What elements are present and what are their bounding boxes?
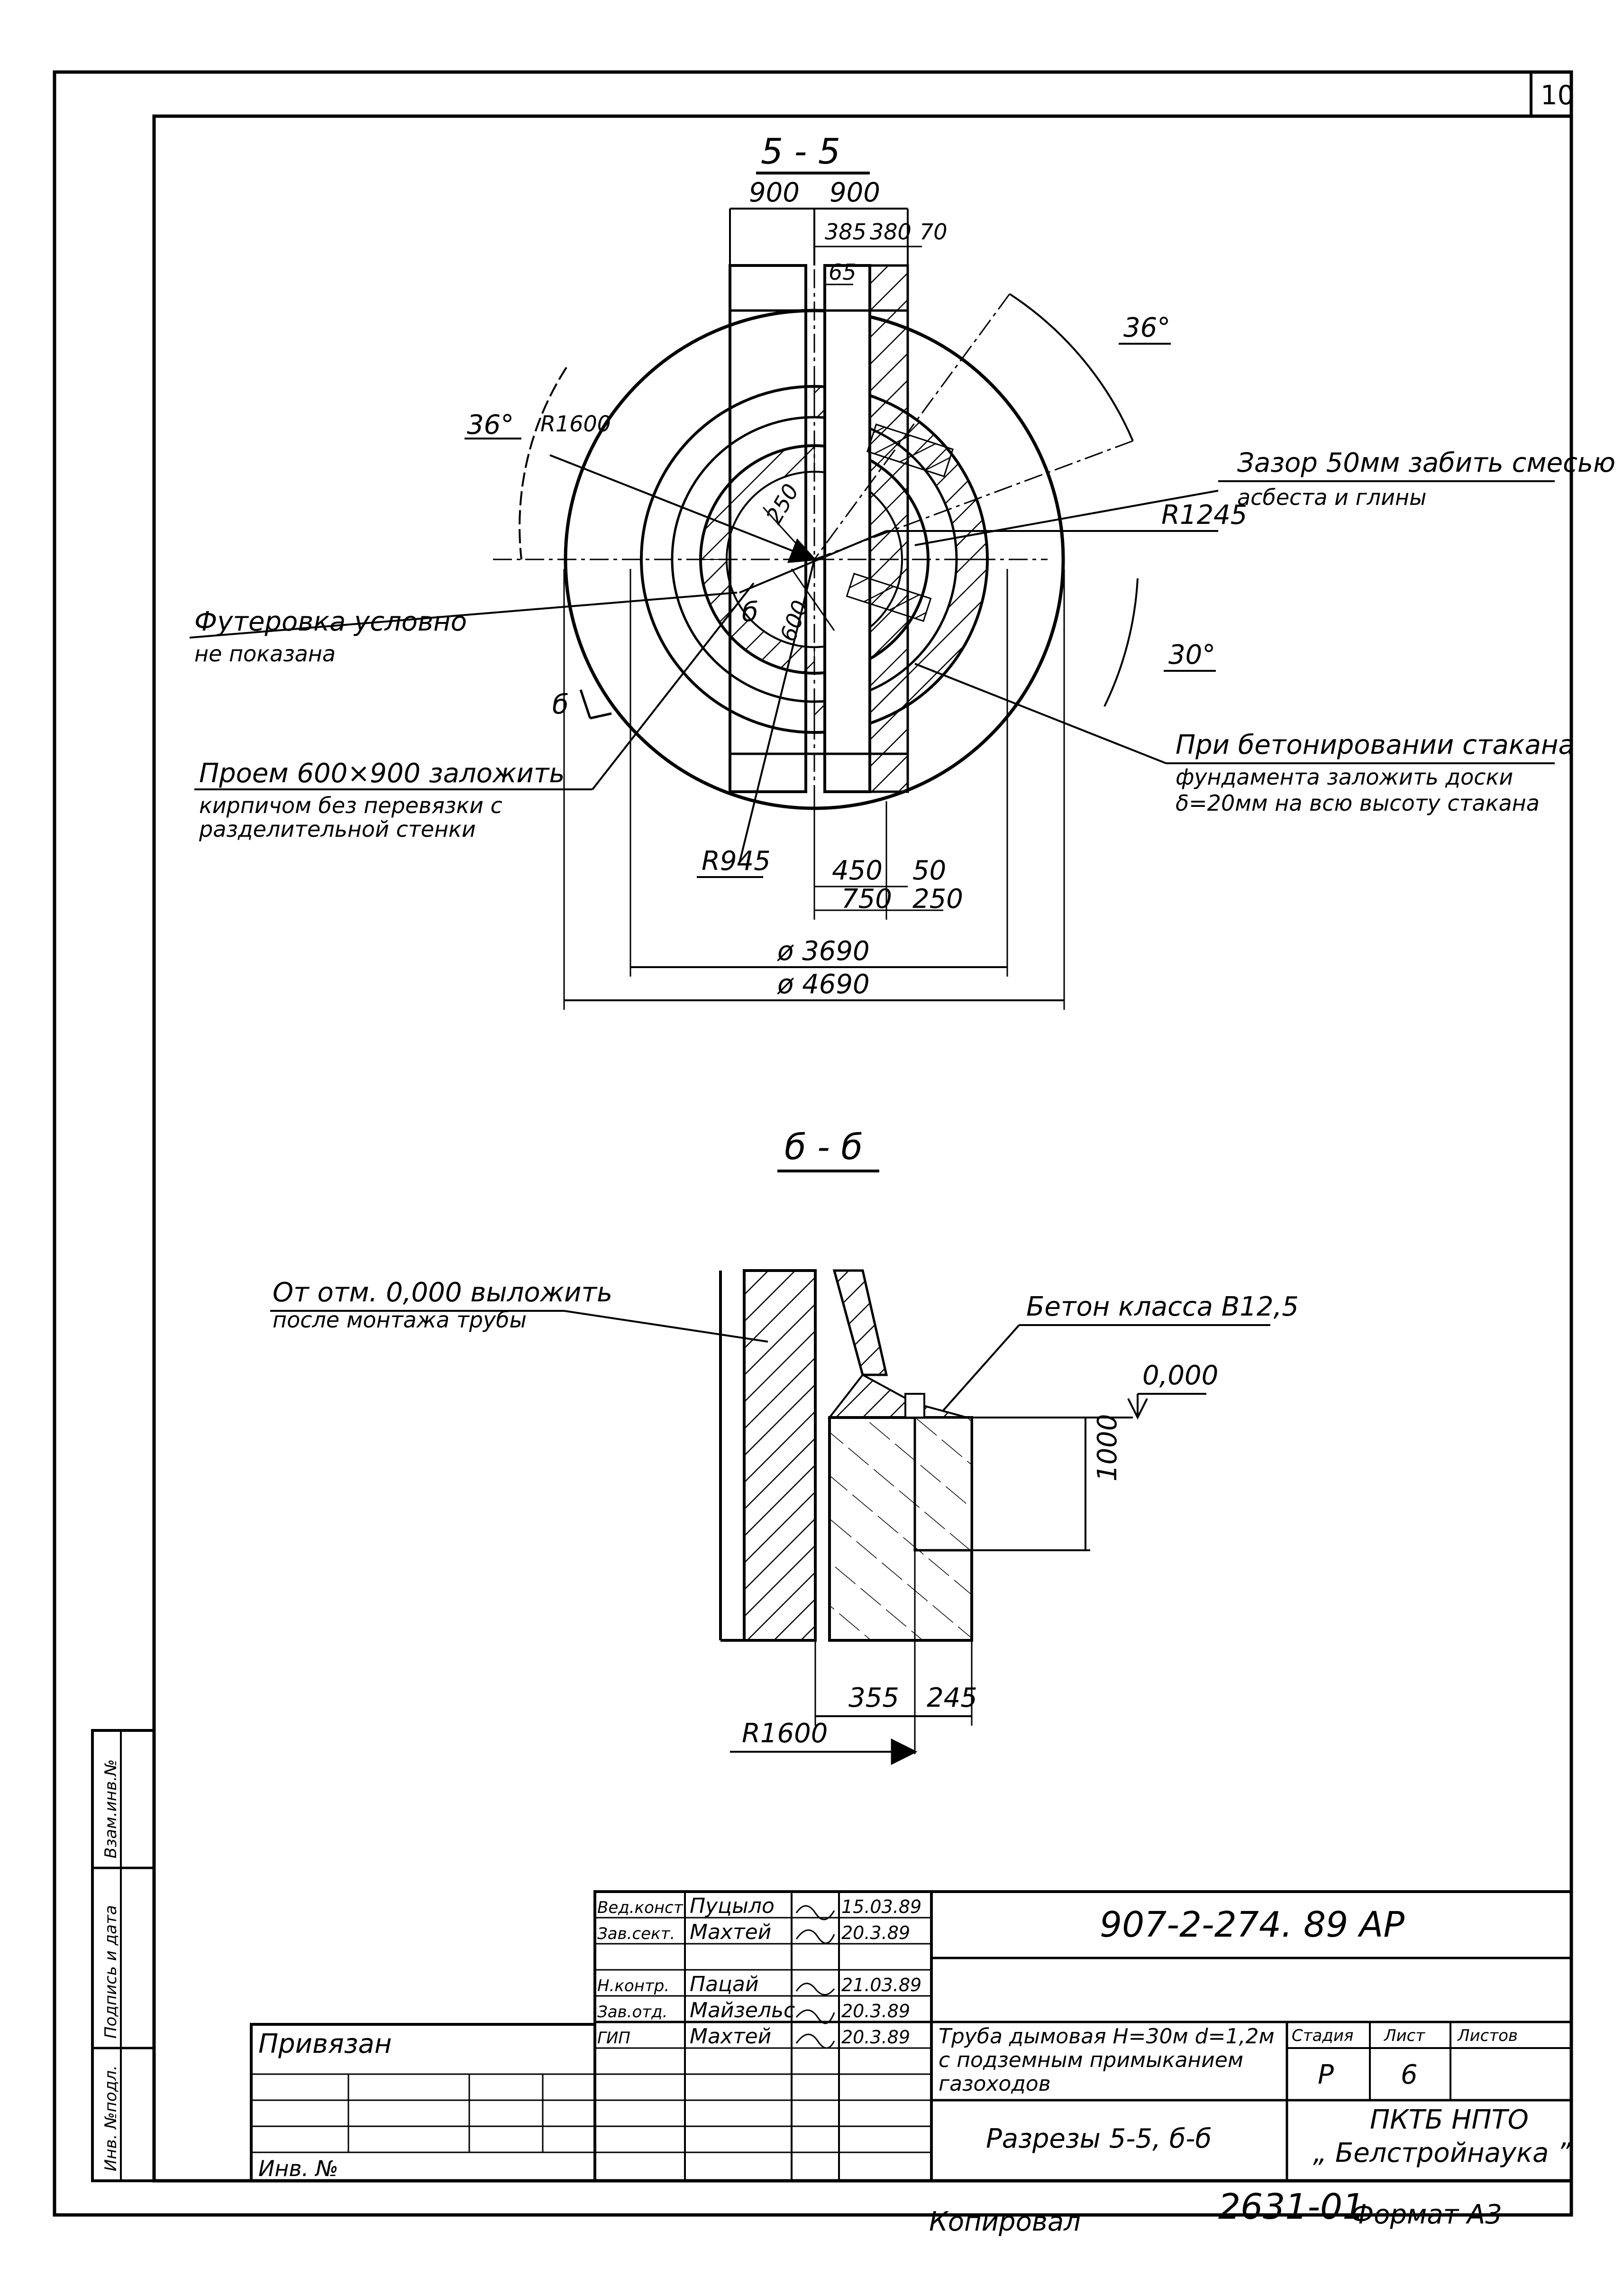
tb-sheet: 6 (1401, 2059, 1418, 2090)
note-concrete-line1: При бетонировании стакана (1176, 730, 1575, 760)
angle-right-36: 36° (1123, 312, 1170, 343)
dim-1000: 1000 (1092, 1414, 1123, 1482)
signature-1 (795, 1929, 835, 1944)
dim-380: 380 (870, 219, 912, 245)
dim-70: 70 (920, 219, 948, 245)
dim-450: 450 (832, 855, 883, 886)
dim-900-left: 900 (749, 177, 800, 208)
tb-drawing-title: Разрезы 5-5, б-б (986, 2123, 1212, 2154)
signature-0 (795, 1905, 835, 1921)
section-55-title: 5 - 5 (761, 131, 840, 172)
tb-stage: Р (1318, 2059, 1334, 2090)
dim-65: 65 (829, 259, 857, 285)
section-b-b: б - б 1000 0,000 355 245 R1600 (270, 1127, 1299, 1765)
signature-5 (795, 2033, 835, 2049)
radius-r1245: R1245 (1161, 500, 1247, 531)
tb-name-1: Махтей (690, 1920, 771, 1944)
tb-role-3: Н.контр. (597, 1976, 669, 1995)
note-gap-line1: Зазор 50мм забить смесью (1237, 448, 1615, 478)
footer-copied: Копировал (929, 2206, 1081, 2237)
note-concrete-line3: δ=20мм на всю высоту стакана (1176, 790, 1540, 816)
footer-format: Формат А3 (1351, 2199, 1502, 2230)
tb-role-4: Зав.отд. (597, 2003, 667, 2022)
dim-245: 245 (927, 1683, 977, 1713)
tb-linked: Привязан (258, 2029, 392, 2059)
tb-object-line3: газоходов (939, 2072, 1051, 2096)
dim-dia-4690: ø 4690 (777, 969, 870, 1000)
signature-4 (795, 2009, 835, 2024)
stamp-replace-inv: Взам.инв.№ (101, 1759, 120, 1858)
note-gap-line2: асбеста и глины (1237, 485, 1426, 510)
tb-sheets-header: Листов (1457, 2026, 1518, 2045)
tb-name-3: Пацай (690, 1972, 759, 1996)
note-concrete-class: Бетон класса В12,5 (1026, 1291, 1299, 1322)
tb-date-3: 21.03.89 (841, 1975, 921, 1995)
radius-r945: R945 (702, 846, 771, 877)
note-lining-line1: Футеровка условно (194, 606, 467, 637)
dim-dia-3690: ø 3690 (777, 936, 870, 967)
tb-name-0: Пуцыло (690, 1894, 775, 1918)
dim-r250: 250 (761, 479, 804, 528)
dim-r1600-bb: R1600 (742, 1718, 828, 1749)
side-stamp: Взам.инв.№ Подпись и дата Инв. №подл. (91, 1729, 155, 2182)
footer-number: 2631-01 (1218, 2186, 1365, 2227)
tb-code: 907-2-274. 89 АР (1100, 1904, 1404, 1945)
tb-org-line1: ПКТБ НПТО (1370, 2104, 1529, 2135)
tb-name-5: Махтей (690, 2024, 771, 2049)
tb-role-0: Вед.конст. (597, 1898, 688, 1917)
mark-b-center: б (742, 597, 758, 628)
note-opening-line2: кирпичом без перевязки с (199, 793, 502, 818)
tb-org-line2: „ Белстройнаука ” (1313, 2138, 1571, 2168)
tb-date-1: 20.3.89 (841, 1922, 910, 1943)
stamp-sign-date: Подпись и дата (101, 1905, 120, 2039)
note-lining-line2: не показана (194, 641, 336, 667)
tb-stage-header: Стадия (1292, 2026, 1353, 2045)
sheet-number: 10 (1541, 80, 1574, 111)
radius-r1600: R1600 (540, 411, 611, 437)
angle-left-36: 36° (467, 410, 514, 440)
stamp-inv-sub: Инв. №подл. (101, 2065, 120, 2171)
dim-900-right: 900 (830, 177, 880, 208)
dim-385: 385 (825, 219, 866, 245)
level-0000: 0,000 (1142, 1360, 1218, 1391)
dim-50: 50 (912, 855, 946, 886)
note-lay-line1: От отм. 0,000 выложить (273, 1277, 612, 1308)
tb-date-5: 20.3.89 (841, 2027, 910, 2048)
tb-role-1: Зав.сект. (597, 1924, 675, 1943)
section-5-5: 5 - 5 (189, 131, 1615, 1010)
tb-object-line1: Труба дымовая Н=30м d=1,2м (939, 2024, 1275, 2049)
tb-date-0: 15.03.89 (841, 1896, 921, 1917)
tb-date-4: 20.3.89 (841, 2001, 910, 2022)
signature-3 (795, 1983, 835, 1995)
dim-r600: 600 (775, 597, 813, 645)
note-lay-line2: после монтажа трубы (273, 1307, 527, 1333)
dim-355: 355 (848, 1683, 899, 1713)
section-mark-b: б (552, 689, 569, 720)
tb-object-line2: с подземным примыканием (939, 2048, 1243, 2072)
angle-right-30: 30° (1168, 640, 1215, 670)
note-opening-line3: разделительной стенки (199, 816, 476, 842)
tb-role-5: ГИП (597, 2029, 630, 2048)
dim-750: 750 (841, 884, 892, 915)
section-bb-title: б - б (784, 1127, 863, 1168)
note-opening-line1: Проем 600×900 заложить (199, 758, 565, 789)
dim-250: 250 (912, 884, 963, 915)
title-block: Вед.конст. Зав.сект. Н.контр. Зав.отд. Г… (250, 1890, 1573, 2182)
tb-inv-no: Инв. № (258, 2156, 338, 2181)
tb-name-4: Майзельс (690, 1998, 795, 2022)
note-concrete-line2: фундамента заложить доски (1176, 764, 1513, 790)
tb-sheet-header: Лист (1383, 2026, 1425, 2045)
